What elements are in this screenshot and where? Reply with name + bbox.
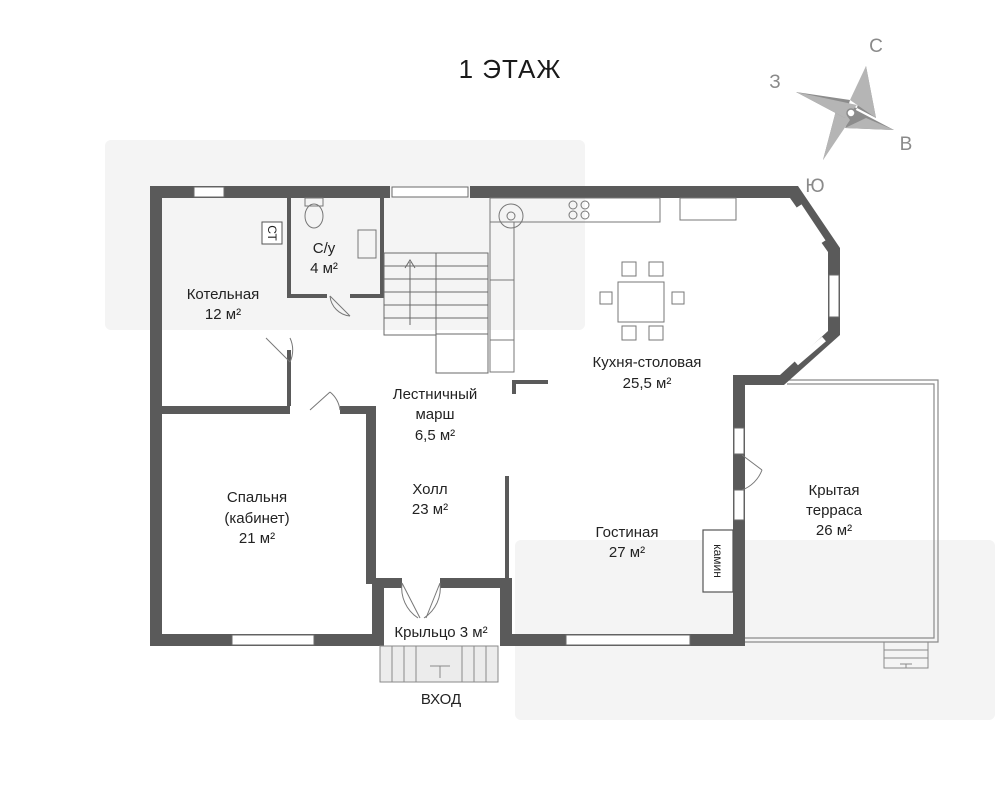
interior-walls	[162, 196, 548, 584]
doors	[265, 295, 763, 619]
fireplace-label: камин	[711, 544, 725, 578]
bedroom-area: 21 м²	[239, 530, 275, 547]
fireplace: камин	[702, 529, 734, 593]
terrace-stairs	[883, 641, 929, 669]
wc-name: С/у	[313, 240, 336, 257]
terrace-name-2: терраса	[806, 502, 863, 519]
kitchen-name: Кухня-столовая	[593, 354, 702, 371]
stairs-name-1: Лестничный	[393, 386, 477, 403]
kitchen-area: 25,5 м²	[623, 375, 672, 392]
windows	[193, 186, 840, 646]
living-area: 27 м²	[609, 544, 645, 561]
compass-west: З	[769, 72, 780, 93]
stairs-area: 6,5 м²	[415, 427, 455, 444]
terrace-outline	[745, 379, 939, 643]
entrance-label: ВХОД	[421, 691, 461, 708]
stairs-name-2: марш	[415, 406, 454, 423]
watermark	[105, 140, 995, 720]
compass-rose: С В Ю З	[769, 36, 912, 197]
compass-east: В	[900, 134, 913, 155]
boiler-room-name: Котельная	[187, 286, 260, 303]
compass-north: С	[869, 36, 883, 57]
wc-area: 4 м²	[310, 260, 338, 277]
terrace-name-1: Крытая	[808, 482, 859, 499]
boiler-room-area: 12 м²	[205, 306, 241, 323]
floor-title: 1 ЭТАЖ	[459, 54, 562, 84]
kitchen-fixtures	[304, 197, 737, 373]
room-labels: Котельная 12 м² С/у 4 м² Лестничный марш…	[187, 240, 863, 708]
living-name: Гостиная	[596, 524, 659, 541]
staircase	[383, 252, 489, 374]
bedroom-name-2: (кабинет)	[224, 510, 289, 527]
porch-label: Крыльцо 3 м²	[394, 624, 487, 641]
entrance-steps	[379, 645, 499, 683]
terrace-area: 26 м²	[816, 522, 852, 539]
compass-south: Ю	[805, 176, 824, 197]
boiler-tag-label: СТ	[265, 225, 279, 241]
bedroom-name-1: Спальня	[227, 489, 287, 506]
hall-area: 23 м²	[412, 501, 448, 518]
hall-name: Холл	[412, 481, 447, 498]
boiler-tag: СТ	[261, 221, 283, 245]
